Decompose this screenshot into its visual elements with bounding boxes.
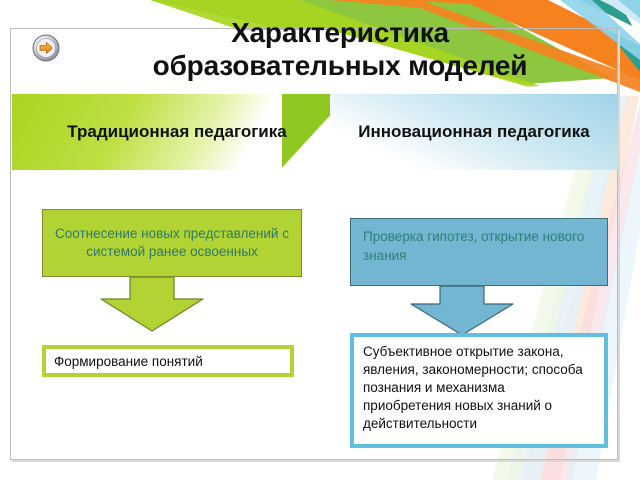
innovative-step-1-box[interactable]: Проверка гипотез, открытие нового знания <box>350 218 608 286</box>
column-heading-label: Инновационная педагогика <box>358 121 590 141</box>
page-title-line-1: Характеристика <box>231 17 449 48</box>
traditional-step-1-box[interactable]: Соотнесение новых представлений с систем… <box>42 209 302 277</box>
innovative-step-2-text: Субъективное открытие закона, явления, з… <box>363 344 583 432</box>
innovative-step-2-box[interactable]: Субъективное открытие закона, явления, з… <box>350 333 608 448</box>
innovative-step-1-text: Проверка гипотез, открытие нового знания <box>363 229 585 263</box>
column-header-innovative: Инновационная педагогика <box>330 94 618 170</box>
down-arrow-green <box>100 276 204 337</box>
traditional-step-1-text: Соотнесение новых представлений с систем… <box>55 226 289 259</box>
traditional-step-2-text: Формирование понятий <box>54 353 203 369</box>
column-heading-label: Традиционная педагогика <box>67 121 287 141</box>
traditional-step-2-box[interactable]: Формирование понятий <box>42 345 294 377</box>
page-title: Характеристика образовательных моделей <box>60 16 620 82</box>
circle-arrow-right-icon[interactable] <box>32 34 60 62</box>
ribbon-decoration <box>0 0 640 120</box>
column-header-traditional: Традиционная педагогика <box>12 94 342 170</box>
down-arrow-blue <box>410 285 514 341</box>
page-title-line-2: образовательных моделей <box>152 50 528 82</box>
